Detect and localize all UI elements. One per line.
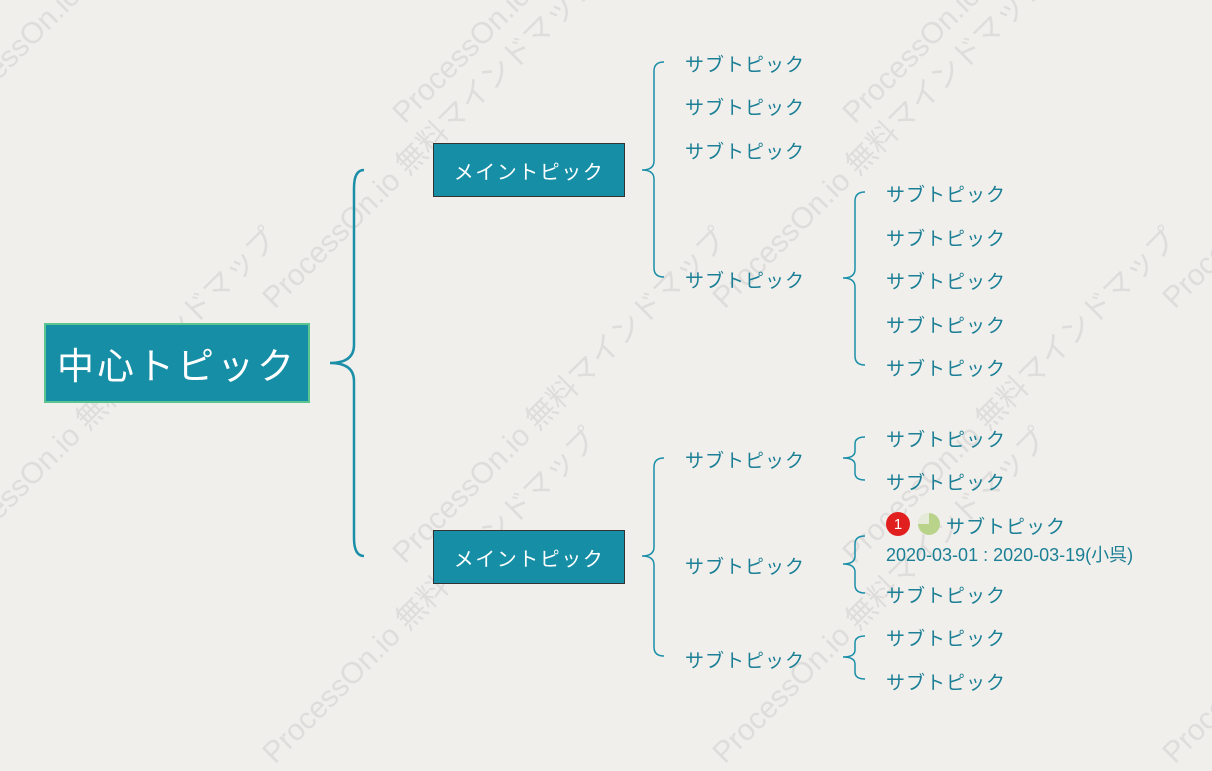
- subtopic-1-4-1[interactable]: サブトピック: [886, 184, 1007, 206]
- subtopic-2-3-1[interactable]: サブトピック: [886, 628, 1007, 650]
- task-dates: 2020-03-01 : 2020-03-19(小呉): [886, 545, 1134, 565]
- central-brace: [329, 168, 365, 558]
- main-topic-2[interactable]: メイントピック: [433, 530, 625, 584]
- subtopic-2-2-2[interactable]: サブトピック: [886, 585, 1007, 607]
- sub-2-3-brace: [842, 635, 866, 680]
- sub-2-2-brace: [842, 535, 866, 594]
- subtopic-2-2[interactable]: サブトピック: [685, 556, 806, 578]
- subtopic-2-2-1[interactable]: サブトピック: [946, 516, 1067, 538]
- sub-1-4-brace: [842, 191, 866, 366]
- subtopic-1-4[interactable]: サブトピック: [685, 270, 806, 292]
- subtopic-1-1[interactable]: サブトピック: [685, 54, 806, 76]
- connector-layer: [329, 61, 866, 680]
- progress-icon: [918, 513, 940, 535]
- sub-2-1-brace: [842, 436, 866, 481]
- subtopic-2-1-1[interactable]: サブトピック: [886, 429, 1007, 451]
- subtopic-1-3[interactable]: サブトピック: [685, 141, 806, 163]
- subtopic-2-3[interactable]: サブトピック: [685, 650, 806, 672]
- subtopic-1-4-4[interactable]: サブトピック: [886, 315, 1007, 337]
- subtopic-1-4-5[interactable]: サブトピック: [886, 358, 1007, 380]
- subtopic-1-4-3[interactable]: サブトピック: [886, 271, 1007, 293]
- subtopic-2-1-2[interactable]: サブトピック: [886, 472, 1007, 494]
- main-1-brace: [641, 61, 665, 278]
- subtopic-1-4-2[interactable]: サブトピック: [886, 228, 1007, 250]
- subtopic-2-3-2[interactable]: サブトピック: [886, 672, 1007, 694]
- subtopic-2-1[interactable]: サブトピック: [685, 450, 806, 472]
- priority-badge: 1: [886, 512, 910, 536]
- subtopic-1-2[interactable]: サブトピック: [685, 97, 806, 119]
- main-topic-1[interactable]: メイントピック: [433, 143, 625, 197]
- central-topic[interactable]: 中心トピック: [44, 323, 310, 403]
- main-2-brace: [641, 457, 665, 657]
